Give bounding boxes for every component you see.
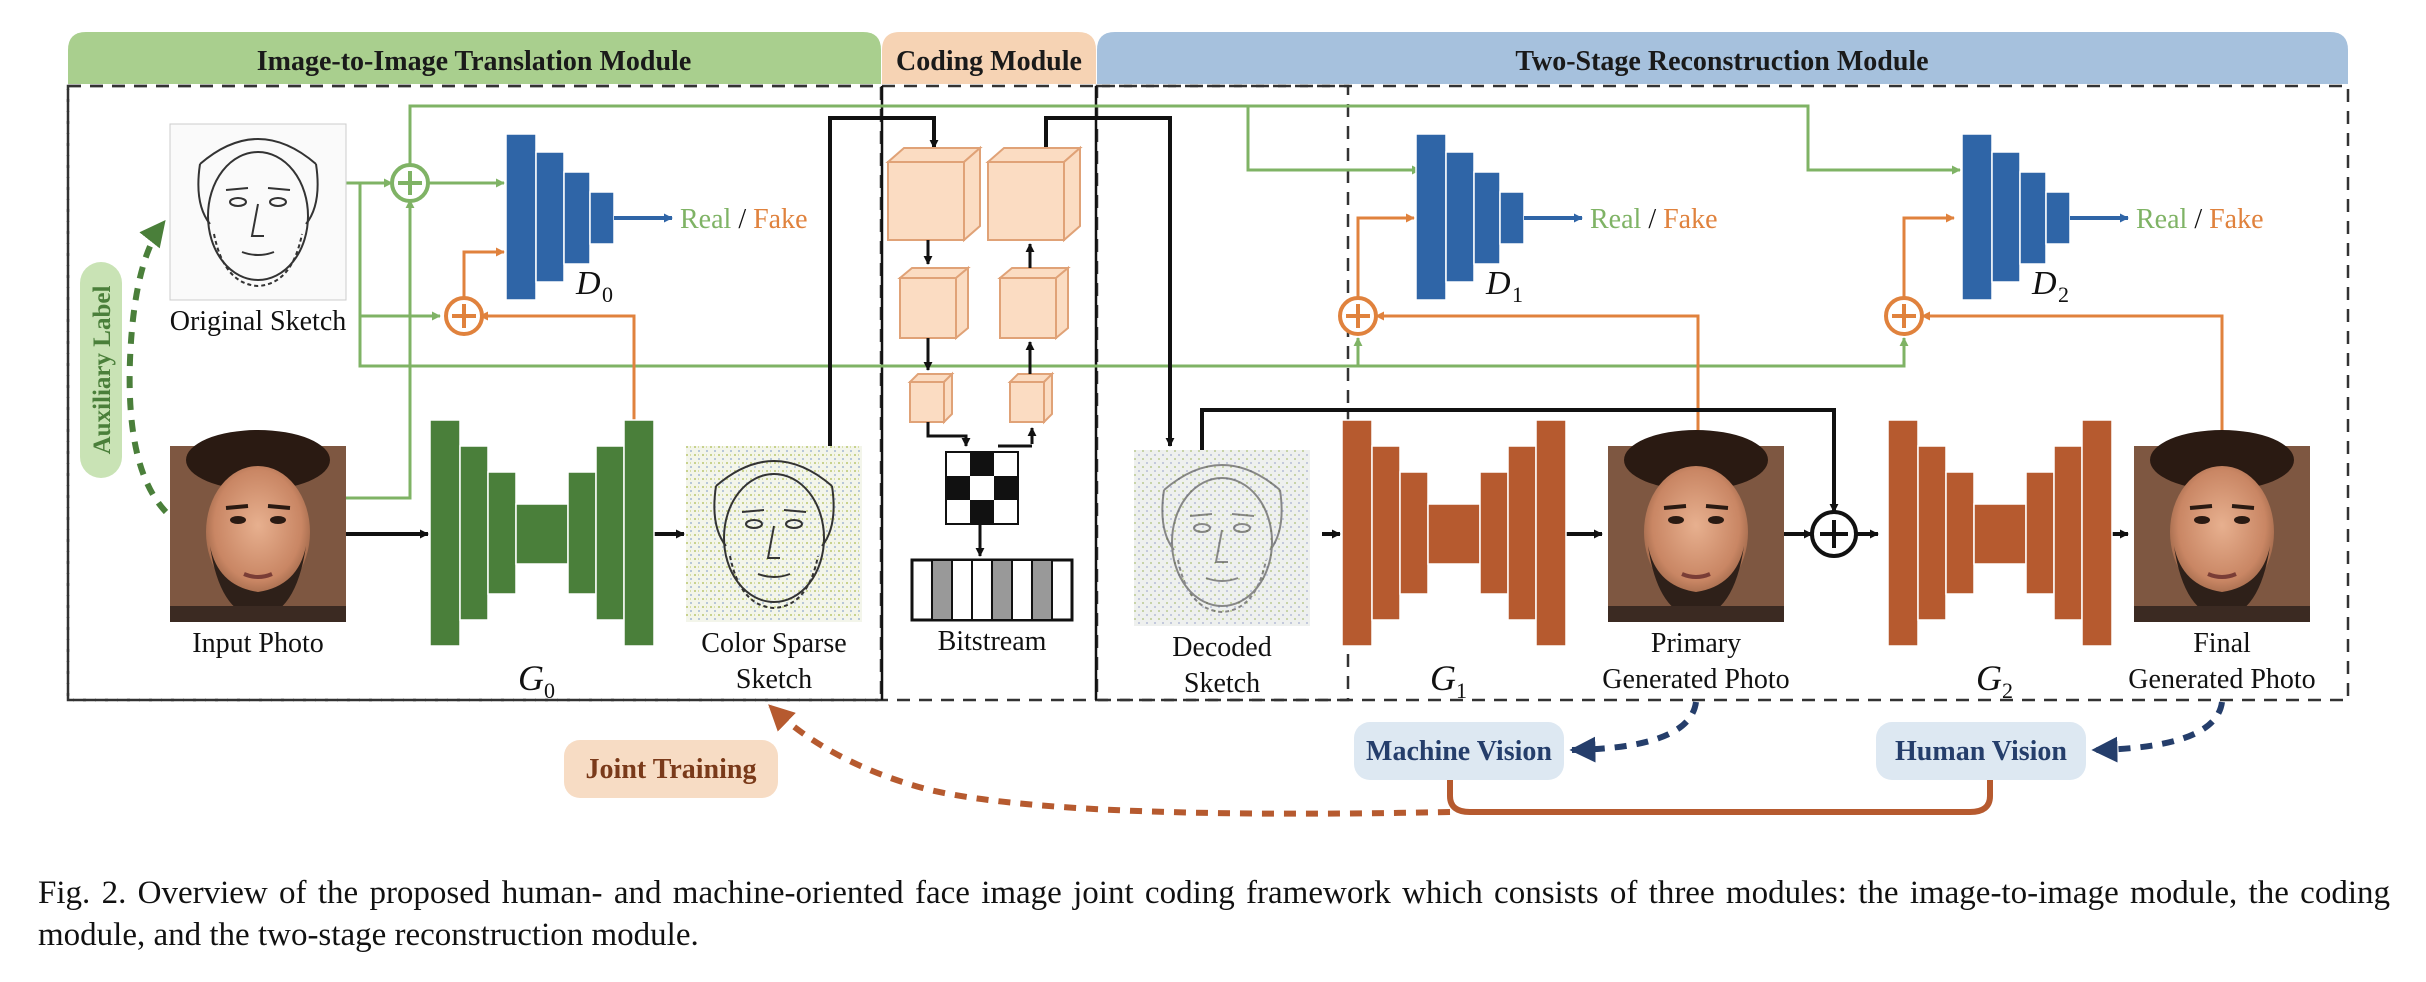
encoder-cube-large bbox=[885, 145, 983, 243]
decoded-label-2: Sketch bbox=[1184, 668, 1260, 699]
d1-real-fake: Real / Fake bbox=[1590, 204, 1718, 235]
d2-real-fake: Real / Fake bbox=[2136, 204, 2264, 235]
discriminator-d0 bbox=[505, 133, 615, 301]
module-header-coding: Coding Module bbox=[882, 32, 1096, 84]
generator-g2 bbox=[1887, 419, 2113, 647]
encoder-cube-medium bbox=[897, 265, 971, 341]
module-title-i2i: Image-to-Image Translation Module bbox=[257, 46, 692, 77]
g1-letter: G bbox=[1430, 658, 1456, 698]
module-title-recon: Two-Stage Reconstruction Module bbox=[1515, 46, 1928, 77]
d0-letter: D bbox=[575, 265, 601, 302]
original-sketch-image bbox=[169, 123, 347, 301]
orange-connections bbox=[462, 213, 2224, 450]
machine-vision-arrow bbox=[1569, 701, 1699, 763]
joint-training-arrow bbox=[767, 703, 1451, 817]
joint-training-label: Joint Training bbox=[586, 754, 757, 785]
original-sketch-label: Original Sketch bbox=[170, 306, 347, 337]
g0-subscript: 0 bbox=[544, 678, 555, 703]
d2-letter: D bbox=[2031, 265, 2057, 302]
coding-arrows bbox=[923, 240, 1037, 557]
plus-node-black bbox=[1810, 510, 1858, 558]
machine-vision-box: Machine Vision bbox=[1354, 722, 1564, 780]
plus-node-orange-d1 bbox=[1338, 296, 1378, 336]
plus-node-orange-d0 bbox=[444, 296, 484, 336]
sep-label: / bbox=[2187, 204, 2209, 235]
decoded-sketch-image bbox=[1134, 450, 1310, 626]
color-sparse-sketch-image bbox=[686, 446, 862, 622]
bitstream-label: Bitstream bbox=[938, 626, 1047, 657]
plus-node-green bbox=[390, 163, 430, 203]
auxiliary-label-text: Auxiliary Label bbox=[89, 286, 116, 455]
fake-label: Fake bbox=[1663, 204, 1717, 235]
discriminator-d1 bbox=[1415, 133, 1525, 301]
decoder-cube-large bbox=[985, 145, 1083, 243]
green-connections bbox=[346, 104, 1961, 500]
module-header-i2i: Image-to-Image Translation Module bbox=[68, 32, 881, 84]
bitstream-bar bbox=[910, 558, 1074, 622]
generator-g1 bbox=[1341, 419, 1567, 647]
plus-node-orange-d2 bbox=[1884, 296, 1924, 336]
encoder-cube-small bbox=[907, 371, 955, 425]
g1-label: G 1 bbox=[1430, 658, 1467, 703]
color-sparse-label-2: Sketch bbox=[736, 664, 812, 695]
final-label-2: Generated Photo bbox=[2128, 664, 2315, 695]
discriminator-d2 bbox=[1961, 133, 2071, 301]
primary-generated-photo bbox=[1606, 428, 1786, 624]
black-connections bbox=[346, 116, 2129, 539]
joint-training-bracket bbox=[1447, 780, 1993, 815]
g1-subscript: 1 bbox=[1456, 678, 1467, 703]
d1-letter: D bbox=[1485, 265, 1511, 302]
g2-letter: G bbox=[1976, 658, 2002, 698]
joint-training-box: Joint Training bbox=[564, 740, 778, 798]
primary-label-1: Primary bbox=[1651, 628, 1741, 659]
color-sparse-label-1: Color Sparse bbox=[701, 628, 846, 659]
sep-label: / bbox=[1641, 204, 1663, 235]
module-title-coding: Coding Module bbox=[896, 46, 1082, 77]
real-fake-text: Real / Fake bbox=[2136, 204, 2264, 235]
human-vision-arrow bbox=[2091, 701, 2225, 763]
machine-vision-label: Machine Vision bbox=[1366, 736, 1552, 767]
d1-subscript: 1 bbox=[1512, 282, 1523, 307]
d0-real-fake: Real / Fake bbox=[680, 204, 808, 235]
real-label: Real bbox=[2136, 204, 2188, 235]
encoder-cubes bbox=[885, 145, 1083, 425]
d0-subscript: 0 bbox=[602, 282, 613, 307]
boundary-lines bbox=[66, 84, 2350, 702]
real-label: Real bbox=[680, 204, 732, 235]
fake-label: Fake bbox=[2209, 204, 2263, 235]
real-fake-text: Real / Fake bbox=[680, 204, 808, 235]
auxiliary-label-badge: Auxiliary Label bbox=[80, 262, 122, 478]
input-photo-label: Input Photo bbox=[192, 628, 323, 659]
human-vision-box: Human Vision bbox=[1876, 722, 2086, 780]
real-fake-text: Real / Fake bbox=[1590, 204, 1718, 235]
sep-label: / bbox=[731, 204, 753, 235]
g0-letter: G bbox=[518, 658, 544, 698]
g0-label: G 0 bbox=[518, 658, 555, 703]
d2-label: D 2 bbox=[2031, 265, 2069, 307]
d2-subscript: 2 bbox=[2058, 282, 2069, 307]
auxiliary-arrow bbox=[126, 219, 169, 515]
module-header-recon: Two-Stage Reconstruction Module bbox=[1097, 32, 2348, 84]
human-vision-label: Human Vision bbox=[1895, 736, 2067, 767]
decoder-cube-small bbox=[1007, 371, 1055, 425]
real-label: Real bbox=[1590, 204, 1642, 235]
d1-label: D 1 bbox=[1485, 265, 1523, 307]
i2i-box bbox=[66, 84, 883, 702]
decoded-label-1: Decoded bbox=[1172, 632, 1272, 663]
generator-g0 bbox=[429, 419, 655, 647]
figure-caption: Fig. 2. Overview of the proposed human- … bbox=[38, 875, 2390, 953]
d0-label: D 0 bbox=[575, 265, 613, 307]
input-photo-image bbox=[168, 428, 348, 624]
g2-label: G 2 bbox=[1976, 658, 2013, 703]
quantizer-checkerboard bbox=[945, 451, 1019, 525]
fake-label: Fake bbox=[753, 204, 807, 235]
final-label-1: Final bbox=[2193, 628, 2251, 659]
final-generated-photo bbox=[2132, 428, 2312, 624]
primary-label-2: Generated Photo bbox=[1602, 664, 1789, 695]
g2-subscript: 2 bbox=[2002, 678, 2013, 703]
decoder-cube-medium bbox=[997, 265, 1071, 341]
